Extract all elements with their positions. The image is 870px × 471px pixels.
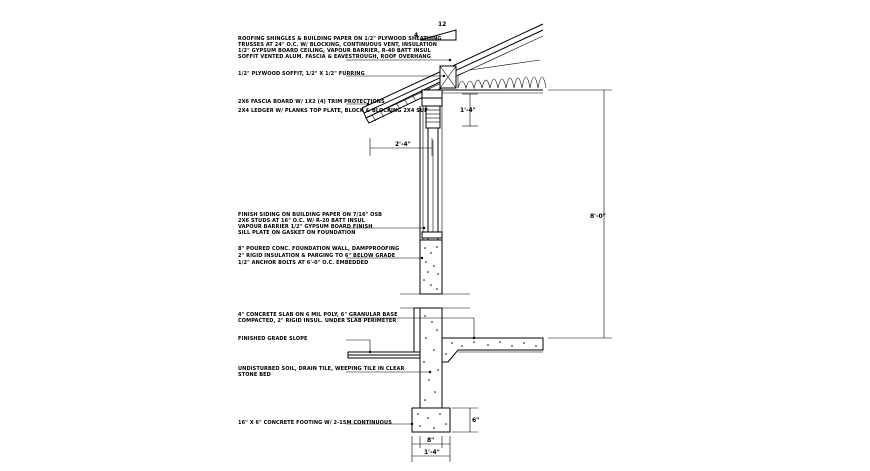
- fascia-end: [361, 107, 367, 119]
- top-plate-2: [421, 97, 443, 107]
- footing-depth-dim-label: 6": [472, 417, 479, 424]
- note-soffit: 1/2" PLYWOOD SOFFIT, 1/2" X 1/2" FURRING: [238, 71, 365, 77]
- wall-height-dim-label: 8'-0": [590, 213, 606, 220]
- overhang-dim-label: 2'-4": [395, 141, 411, 148]
- insulation-top: [457, 59, 541, 88]
- top-plate: [421, 89, 443, 99]
- note-wall-line-4: SILL PLATE ON GASKET ON FOUNDATION: [238, 230, 356, 236]
- footing: [411, 407, 451, 433]
- foundation-assembly: [347, 239, 544, 433]
- foundation-wall-upper: [419, 239, 443, 295]
- wall-assembly: [419, 106, 443, 240]
- concrete-stipple-lower: [423, 315, 439, 401]
- dimension-lines: 1'-4" 2'-4" 8'-0" 6" 8" 1'-4": [369, 89, 612, 462]
- lintel: [425, 105, 441, 129]
- note-slab-line-2: COMPACTED, 2" RIGID INSUL. UNDER SLAB PE…: [238, 318, 396, 324]
- note-roofing-line-4: SOFFIT VENTED ALUM. FASCIA & EAVESTROUGH…: [238, 54, 431, 60]
- leader-lines: [346, 58, 476, 426]
- sill-plate: [421, 231, 443, 239]
- concrete-stipple-upper: [423, 246, 439, 290]
- heel-dim-label: 1'-4": [460, 107, 476, 114]
- footing-stipple: [417, 413, 447, 429]
- rigid-insulation: [413, 307, 421, 357]
- construction-notes: ROOFING SHINGLES & BUILDING PAPER ON 1/2…: [238, 36, 442, 426]
- note-roofing-line-3: 1/2" GYPSUM BOARD CEILING, VAPOUR BARRIE…: [238, 48, 431, 54]
- attic-insulation: [457, 76, 547, 90]
- footing-width-inner-label: 8": [427, 437, 434, 444]
- roof-slope-indicator: 12 4: [414, 21, 457, 41]
- foundation-wall-lower: [419, 307, 443, 409]
- slope-run-label: 12: [438, 21, 446, 28]
- note-footing-sub-line-1: UNDISTURBED SOIL, DRAIN TILE, WEEPING TI…: [238, 366, 404, 372]
- note-grade: FINISHED GRADE SLOPE: [238, 336, 308, 342]
- slab-stipple: [445, 341, 537, 355]
- note-footing: 16" X 6" CONCRETE FOOTING W/ 2-15M CONTI…: [238, 420, 392, 426]
- slope-triangle: [419, 29, 457, 41]
- note-wall-line-2: 2X6 STUDS AT 16" O.C. W/ R-20 BATT INSUL: [238, 218, 366, 224]
- note-foundation-line-2: 2" RIGID INSULATION & PARGING TO 6" BELO…: [238, 253, 396, 259]
- note-foundation-line-3: 1/2" ANCHOR BOLTS AT 6'-0" O.C. EMBEDDED: [238, 260, 368, 266]
- note-slab-line-1: 4" CONCRETE SLAB ON 6 MIL POLY, 6" GRANU…: [238, 312, 398, 318]
- note-fascia-line-1: 2X6 FASCIA BOARD W/ 1X2 (4) TRIM PROTECT…: [238, 99, 385, 105]
- note-fascia-line-2: 2X4 LEDGER W/ PLANKS TOP PLATE, BLOCK & …: [238, 108, 428, 114]
- note-foundation-line-1: 8" POURED CONC. FOUNDATION WALL, DAMPPRO…: [238, 246, 399, 252]
- note-wall-line-1: FINISH SIDING ON BUILDING PAPER ON 7/16"…: [238, 212, 382, 218]
- footing-width-outer-label: 1'-4": [424, 449, 440, 456]
- note-wall-line-3: VAPOUR BARRIER 1/2" GYPSUM BOARD FINISH: [238, 224, 373, 230]
- note-footing-sub-line-2: STONE BED: [238, 372, 271, 378]
- roof-assembly: [361, 23, 547, 129]
- note-roofing-line-2: TRUSSES AT 24" O.C. W/ BLOCKING, CONTINU…: [238, 42, 437, 48]
- slope-rise-label: 4: [414, 32, 418, 39]
- note-roofing-line-1: ROOFING SHINGLES & BUILDING PAPER ON 1/2…: [238, 36, 442, 42]
- floor-slab: [441, 337, 544, 363]
